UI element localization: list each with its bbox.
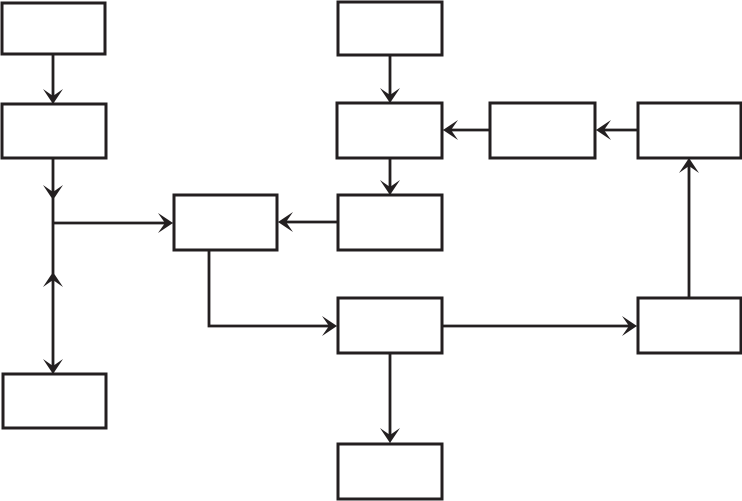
flowchart-box-lower-center (336, 296, 444, 355)
flowchart-box-center (172, 193, 279, 252)
arrowhead-into-center-right-edge (278, 212, 293, 232)
flowchart-box-mid-center (336, 193, 444, 252)
arrowhead-midline-down-above-junction (43, 185, 63, 200)
flowchart-box-bottom-left (1, 372, 108, 430)
arrowhead-into-lower-right-left-edge (622, 316, 637, 336)
flowchart-box-top-center (336, 0, 444, 57)
connector-center-elbow-to-lower-center (207, 250, 334, 328)
arrowhead-into-bottom-left-top (43, 359, 63, 374)
arrowhead-midline-up-below-junction (43, 272, 63, 287)
arrowhead-into-mid-left-top (43, 89, 63, 104)
flowchart-box-top-left (0, 1, 107, 56)
arrowhead-into-upper-right-inner-edge (596, 120, 611, 140)
flowchart-box-mid-left (0, 102, 108, 160)
arrowhead-into-upper-center-top (380, 88, 400, 103)
arrowhead-into-center-left-edge (158, 213, 173, 233)
arrowhead-into-lower-center-left-edge (322, 316, 337, 336)
flowchart-box-lower-right (636, 296, 742, 355)
arrowhead-into-upper-center-right-edge (443, 120, 458, 140)
flowchart-box-bottom-center (336, 442, 444, 501)
arrowhead-into-mid-center-top (380, 180, 400, 195)
flowchart-box-upper-center (335, 101, 444, 160)
flowchart-box-top-right (636, 101, 742, 160)
arrowhead-into-bottom-center-top (380, 428, 400, 443)
arrowhead-into-top-right-bottom-edge (679, 158, 699, 173)
flowchart-box-upper-right-inner (488, 101, 597, 160)
